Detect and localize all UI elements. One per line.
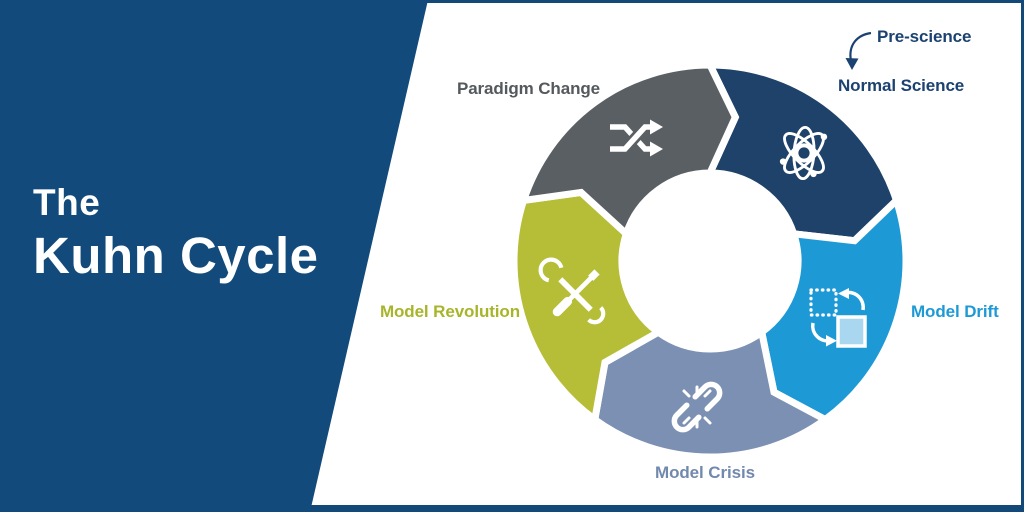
label-normal-science: Normal Science — [838, 76, 965, 95]
label-model-crisis: Model Crisis — [655, 463, 755, 482]
top-border — [0, 0, 1024, 3]
label-model-drift: Model Drift — [911, 302, 999, 321]
label-model-revolution: Model Revolution — [379, 302, 520, 321]
segment-gap-model-drift — [757, 194, 910, 424]
segment-normal-science — [710, 65, 897, 241]
segment-gap-paradigm-change — [518, 61, 740, 241]
pre-science-arrow — [845, 31, 872, 70]
pre-science-label: Pre-science — [877, 27, 972, 46]
label-paradigm-change: Paradigm Change — [456, 79, 600, 98]
page-title-line2: Kuhn Cycle — [33, 226, 319, 284]
segment-gap-model-crisis — [590, 326, 832, 461]
segment-gap-model-revolution — [510, 188, 665, 426]
segment-model-drift — [761, 200, 906, 420]
segment-gap-normal-science — [704, 61, 901, 245]
page-title: The Kuhn Cycle — [33, 182, 319, 284]
right-border — [1021, 0, 1024, 512]
bottom-border — [0, 505, 1024, 512]
page-title-line1: The — [33, 182, 101, 223]
